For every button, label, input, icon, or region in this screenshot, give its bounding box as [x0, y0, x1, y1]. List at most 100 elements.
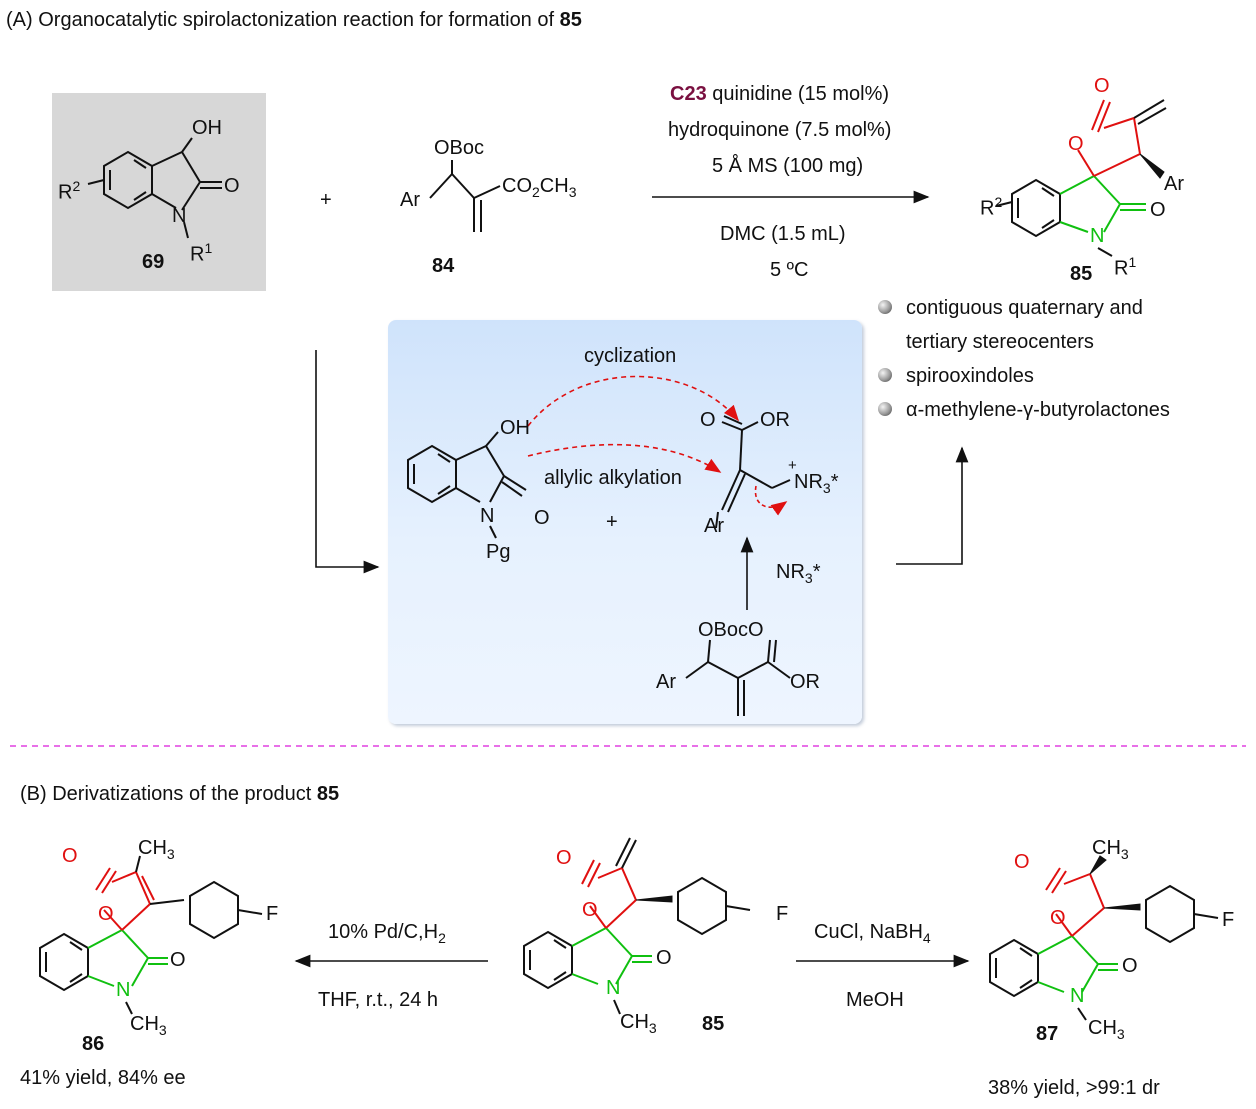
mech-nr3-label: NR3*	[794, 471, 839, 496]
starting-material-box	[52, 93, 266, 291]
c87-carbonyl-o: O	[1014, 851, 1030, 873]
left-conditions-bottom: THF, r.t., 24 h	[318, 989, 439, 1011]
compound-85b-structure	[523, 837, 751, 1015]
compound-69-label: 69	[142, 251, 165, 273]
mech-ammonium-structure	[715, 415, 791, 529]
mbh-ar-label: Ar	[656, 671, 676, 693]
compound-87-label: 87	[1036, 1023, 1059, 1045]
compound-86-structure	[39, 855, 263, 1015]
c87-ring-o: O	[1050, 907, 1066, 929]
catalyst-code: C23	[670, 83, 707, 105]
temperature-line: 5 ºC	[770, 259, 809, 281]
mech-ar-label: Ar	[704, 515, 724, 537]
c69-r1-label: R1	[190, 240, 213, 266]
leaving-group-arrow	[754, 485, 788, 516]
c86-carbonyl-o: O	[62, 845, 78, 867]
catalyst-line: C23 quinidine (15 mol%)	[670, 82, 889, 106]
c69-r2-label: R2	[58, 178, 81, 204]
c85-o-label: O	[1150, 199, 1166, 221]
plus-sign: +	[320, 189, 332, 211]
left-conditions-top: 10% Pd/C,H2	[328, 921, 446, 946]
c87-n-label: N	[1070, 985, 1085, 1007]
c86-nch3-label: CH3	[130, 1013, 167, 1038]
compound-85b-label: 85	[702, 1013, 725, 1035]
c85b-nch3-label: CH3	[620, 1011, 657, 1036]
feature-3: α-methylene-γ-butyrolactones	[906, 399, 1170, 421]
c69-o-label: O	[224, 175, 240, 197]
c86-ch3-label: CH3	[138, 837, 175, 862]
c87-f-label: F	[1222, 909, 1235, 931]
compound-85-structure	[995, 99, 1167, 257]
allylic-arrow	[527, 443, 722, 473]
c85b-n-label: N	[606, 977, 621, 999]
mech-plus-charge: +	[788, 457, 797, 474]
c85b-ring-o: O	[582, 899, 598, 921]
right-conditions-bottom: MeOH	[846, 989, 904, 1011]
mechanism-box	[388, 320, 862, 724]
mbh-or-label: OR	[790, 671, 820, 693]
c86-f-label: F	[266, 903, 279, 925]
sieves-line: 5 Å MS (100 mg)	[712, 155, 864, 177]
mech-o2-label: O	[700, 409, 716, 431]
c87-nch3-label: CH3	[1088, 1017, 1125, 1042]
solvent-line: DMC (1.5 mL)	[720, 223, 846, 245]
c86-n-label: N	[116, 979, 131, 1001]
c85-ar-label: Ar	[1164, 173, 1184, 195]
section-b-title: (B) Derivatizations of the product 85	[20, 782, 339, 806]
section-b-text: Derivatizations of the product	[52, 783, 312, 805]
mech-pg-label: Pg	[486, 541, 511, 563]
section-b-tag: (B)	[20, 783, 47, 805]
c84-ester-label: CO2CH3	[502, 175, 577, 200]
flow-arrow-in	[315, 350, 380, 574]
c86-ring-o: O	[98, 903, 114, 925]
c85-r2-label: R2	[980, 194, 1003, 220]
flow-arrow-out	[896, 446, 969, 565]
yield-86: 41% yield, 84% ee	[20, 1067, 186, 1089]
mech-n-label: N	[480, 505, 495, 527]
reagent-label: NR3*	[776, 561, 821, 586]
catalyst-name: quinidine (15 mol%)	[712, 83, 890, 105]
section-a-title: (A) Organocatalytic spirolactonization r…	[6, 8, 582, 32]
c85b-o-label: O	[656, 947, 672, 969]
cyclization-arrow	[527, 375, 740, 427]
bullet-icon	[878, 402, 892, 416]
section-b-bold: 85	[316, 783, 340, 805]
compound-86-label: 86	[82, 1033, 105, 1055]
compound-84-label: 84	[432, 255, 455, 277]
yield-87: 38% yield, >99:1 dr	[988, 1077, 1160, 1099]
c87-o-label: O	[1122, 955, 1138, 977]
c84-ar-label: Ar	[400, 189, 420, 211]
mech-o-label: O	[534, 507, 550, 529]
section-a-text: Organocatalytic spirolactonization react…	[38, 9, 555, 31]
mbh-carbonate-structure	[685, 639, 791, 716]
cyclization-label: cyclization	[584, 345, 677, 367]
c85-n-label: N	[1090, 225, 1105, 247]
c85-ring-o: O	[1068, 133, 1084, 155]
feature-1: contiguous quaternary and	[906, 297, 1143, 319]
section-a-bold: 85	[559, 9, 582, 31]
feature-1b: tertiary stereocenters	[906, 331, 1094, 353]
mech-or-label: OR	[760, 409, 790, 431]
bullet-icon	[878, 300, 892, 314]
compound-85-label: 85	[1070, 263, 1093, 285]
feature-2: spirooxindoles	[906, 365, 1034, 387]
section-a-tag: (A)	[6, 9, 33, 31]
c85b-f-label: F	[776, 903, 789, 925]
compound-84-structure	[429, 160, 501, 232]
c85-carbonyl-o: O	[1094, 75, 1110, 97]
bullet-icon	[878, 368, 892, 382]
right-conditions-top: CuCl, NaBH4	[814, 921, 931, 946]
c85-r1-label: R1	[1114, 254, 1137, 280]
c85b-carbonyl-o: O	[556, 847, 572, 869]
compound-69-structure	[87, 137, 222, 239]
allylic-label: allylic alkylation	[544, 467, 682, 489]
mech-plus: +	[606, 511, 618, 533]
mbh-obocO-label: OBocO	[698, 619, 764, 641]
c84-oboc-label: OBoc	[434, 137, 485, 159]
additive-line: hydroquinone (7.5 mol%)	[668, 119, 892, 141]
c69-oh-label: OH	[192, 117, 222, 139]
c87-ch3-label: CH3	[1092, 837, 1129, 862]
c69-n-label: N	[172, 205, 187, 227]
c86-o-label: O	[170, 949, 186, 971]
